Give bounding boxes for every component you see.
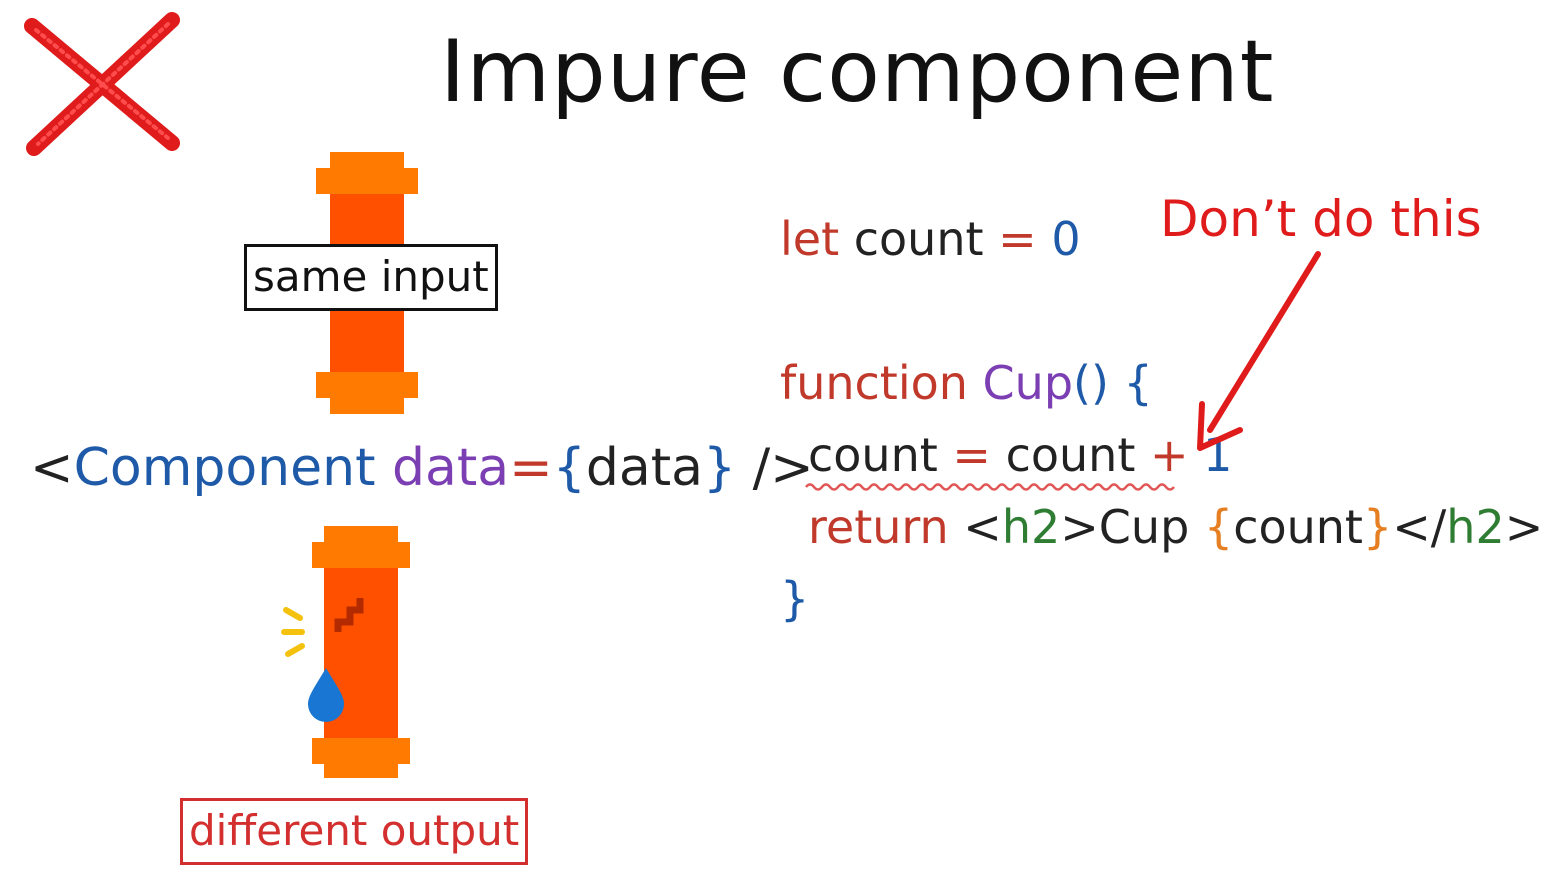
op-assign-2: =: [937, 428, 1006, 482]
jsx-interp-var: count: [1233, 500, 1363, 554]
num-zero: 0: [1036, 212, 1081, 266]
func-close-brace: }: [780, 572, 810, 626]
error-underline: [805, 483, 1175, 491]
jsx-gt-1: >: [1060, 500, 1099, 554]
var-count-decl: count: [839, 212, 999, 266]
code-line-4: return <h2>Cup {count}</h2>: [808, 500, 1543, 554]
component-value: data: [585, 438, 703, 498]
jsx-tag-close: h2: [1446, 500, 1505, 554]
component-eq: =: [509, 438, 553, 498]
component-lbrace: {: [552, 438, 586, 498]
different-output-text: different output: [189, 806, 520, 855]
component-rbrace: }: [702, 438, 737, 498]
jsx-close: />: [736, 438, 814, 498]
component-attr: data: [392, 438, 510, 498]
different-output-label: different output: [180, 798, 529, 865]
func-name: Cup: [967, 356, 1074, 410]
same-input-label: same input: [244, 244, 498, 311]
jsx-lt-2: </: [1392, 500, 1447, 554]
kw-return: return: [808, 500, 949, 554]
jsx-interp-close: }: [1362, 500, 1393, 554]
component-name: Component: [73, 438, 376, 498]
var-count-rhs: count: [1005, 428, 1136, 482]
jsx-gt-2: >: [1504, 500, 1543, 554]
func-open-brace: {: [1108, 356, 1153, 410]
annotation-dont-do-this: Don’t do this: [1160, 190, 1482, 248]
jsx-text: Cup: [1098, 500, 1204, 554]
code-line-3: count = count + 1: [808, 428, 1232, 482]
code-line-2: function Cup() {: [780, 356, 1153, 410]
component-usage: <Component data={data} />: [30, 438, 814, 498]
func-parens: (): [1073, 356, 1109, 410]
jsx-open: <: [30, 438, 74, 498]
code-line-5: }: [780, 572, 809, 626]
jsx-tag-open: h2: [1001, 500, 1061, 554]
jsx-interp-open: {: [1203, 500, 1234, 554]
op-plus: +: [1135, 428, 1204, 482]
op-assign: =: [998, 212, 1037, 266]
kw-function: function: [780, 356, 968, 410]
jsx-lt-1: <: [948, 500, 1002, 554]
kw-let: let: [780, 212, 840, 266]
code-line-1: let count = 0: [780, 212, 1081, 266]
page-title: Impure component: [440, 22, 1275, 122]
x-mark-icon: [24, 12, 180, 156]
arrow-icon: [1197, 251, 1321, 451]
var-count-lhs: count: [808, 428, 938, 482]
leaking-pipe-icon: [281, 526, 410, 778]
same-input-text: same input: [253, 252, 489, 301]
